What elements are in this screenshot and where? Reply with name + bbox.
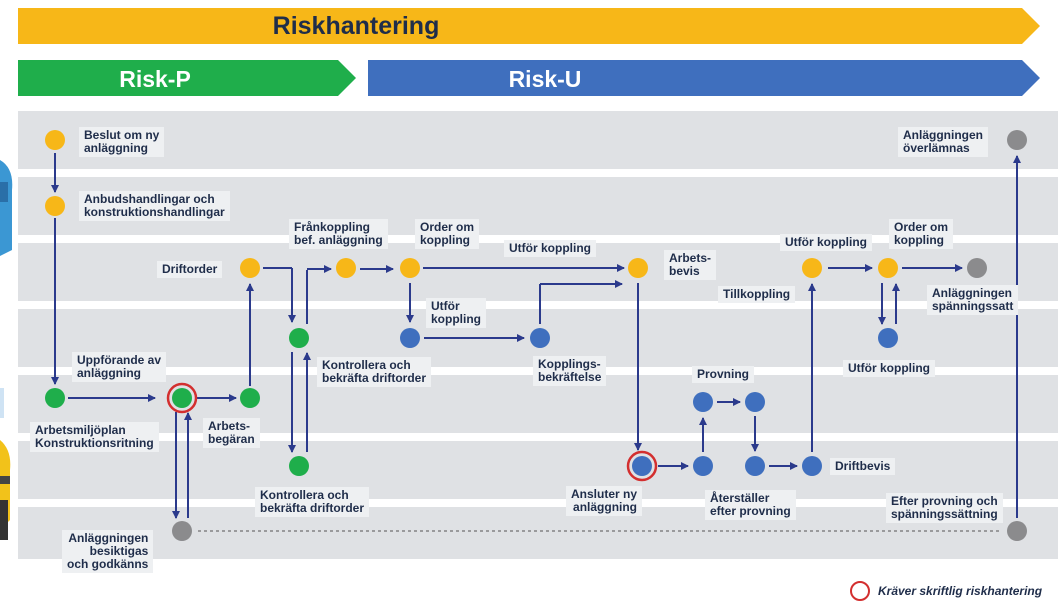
label-kontrollera1: Kontrollera och bekräfta driftorder [317, 357, 432, 387]
node-aterstaller [693, 456, 713, 476]
label-anbud: Anbudshandlingar och konstruktionshandli… [79, 191, 230, 221]
label-order-koppling2: Order om koppling [889, 219, 954, 249]
node-efter-provning [1007, 521, 1027, 541]
label-beslut: Beslut om ny anläggning [79, 127, 165, 157]
lane-band [18, 111, 1058, 169]
node-order-koppling2 [878, 258, 898, 278]
node-driftorder [240, 258, 260, 278]
label-overlamnas: Anläggningen överlämnas [898, 127, 988, 157]
label-uppforande: Uppförande av anläggning [72, 352, 167, 382]
banner-title: Riskhantering [273, 12, 440, 40]
legend-text: Kräver skriftlig riskhantering [878, 584, 1043, 598]
node-provning-a [693, 392, 713, 412]
label-frankoppling: Frånkoppling bef. anläggning [289, 219, 388, 249]
node-overlamnas [1007, 130, 1027, 150]
node-spanningssatt [967, 258, 987, 278]
worker-illustration-bottom [0, 440, 11, 540]
node-ansluter [632, 456, 652, 476]
label-spanningssatt: Anläggningen spänningssatt [927, 285, 1019, 315]
node-arbetsbevis [628, 258, 648, 278]
node-arbetsmiljo-risk [172, 388, 192, 408]
risk-p-label: Risk-P [119, 66, 191, 92]
node-provning-b [745, 392, 765, 412]
node-aterstaller-b [745, 456, 765, 476]
label-besiktigas: Anläggningen besiktigas och godkänns [62, 530, 154, 573]
risk-ring-icon [850, 581, 870, 601]
node-kontrollera1 [289, 328, 309, 348]
node-utfor-koppling-right [802, 258, 822, 278]
label-arbetsbegaran: Arbets- begäran [203, 418, 260, 448]
node-utfor-koppling-bottom [878, 328, 898, 348]
label-utfor-koppling-right: Utför koppling [780, 234, 872, 251]
process-nodes [45, 130, 1027, 541]
label-provning: Provning [692, 366, 755, 383]
label-utfor-koppling-small: Utför koppling [426, 298, 486, 328]
risk-ring [166, 382, 198, 414]
label-utfor-koppling-bottom: Utför koppling [843, 360, 935, 377]
label-aterstaller: Återställer efter provning [705, 490, 796, 520]
label-tillkoppling: Tillkoppling [718, 286, 796, 303]
node-uppforande [45, 388, 65, 408]
label-utfor-koppling-top: Utför koppling [504, 240, 596, 257]
riskhantering-banner [18, 8, 1040, 44]
node-besiktigas [172, 521, 192, 541]
node-frankoppling [336, 258, 356, 278]
legend: Kräver skriftlig riskhantering [850, 578, 1042, 604]
risk-p-banner [18, 60, 356, 96]
flow-arrows [51, 153, 1021, 532]
node-anbud [45, 196, 65, 216]
lane-band [18, 441, 1058, 499]
label-kontrollera2: Kontrollera och bekräfta driftorder [255, 487, 370, 517]
node-kontrollera2 [289, 456, 309, 476]
label-driftbevis: Driftbevis [830, 458, 896, 475]
node-utfor-koppling-small [400, 328, 420, 348]
label-ansluter: Ansluter ny anläggning [566, 486, 643, 516]
risk-u-label: Risk-U [509, 66, 582, 92]
node-beslut [45, 130, 65, 150]
node-arbetsbegaran [240, 388, 260, 408]
label-arbetsbevis: Arbets- bevis [664, 250, 717, 280]
label-arbetsmiljo: Arbetsmiljöplan Konstruktionsritning [30, 422, 159, 452]
node-order-koppling1 [400, 258, 420, 278]
risk-u-banner [368, 60, 1040, 96]
label-kopplingsbekraftelse: Kopplings- bekräftelse [533, 356, 607, 386]
worker-illustration-top [0, 160, 13, 256]
label-efter-provning: Efter provning och spänningssättning [886, 493, 1003, 523]
label-order-koppling1: Order om koppling [415, 219, 480, 249]
node-kopplingsbekraftelse [530, 328, 550, 348]
node-driftbevis [802, 456, 822, 476]
risk-ring [626, 450, 658, 482]
side-accent [0, 388, 4, 418]
label-driftorder: Driftorder [157, 261, 223, 278]
